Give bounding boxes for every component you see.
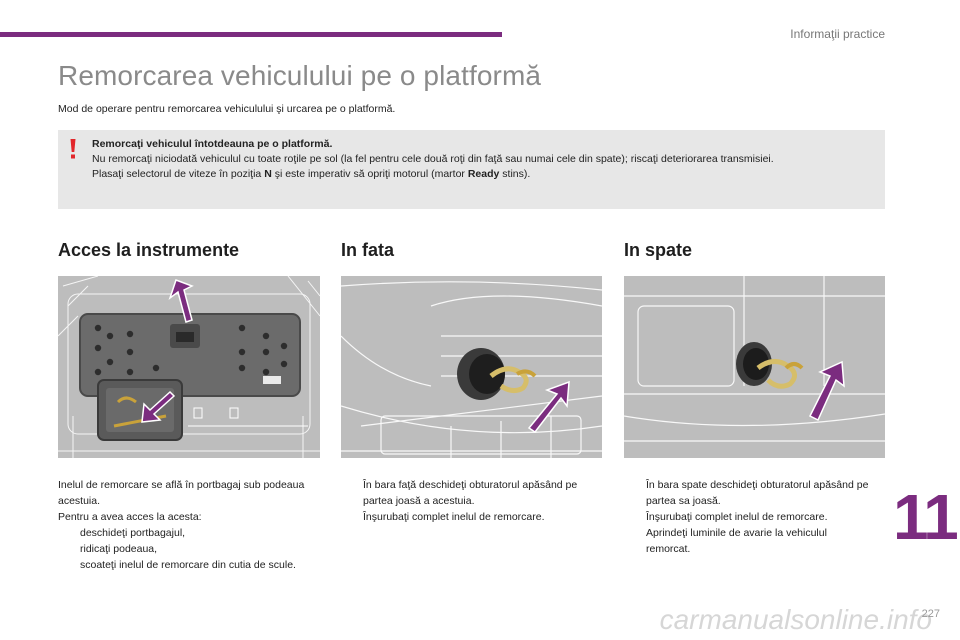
column-title-tools: Acces la instrumente: [58, 240, 240, 260]
warning-instruction: Plasaţi selectorul de viteze în poziţia …: [92, 167, 872, 182]
tools-steps-list: deschideţi portbagajul, ridicaţi podeaua…: [58, 525, 308, 573]
list-item: ridicaţi podeaua,: [58, 541, 308, 557]
list-item: Aprindeţi luminile de avarie la vehiculu…: [624, 525, 874, 557]
rear-steps-list: În bara spate deschideţi obturatorul apă…: [624, 477, 874, 557]
top-accent-bar: [0, 32, 502, 37]
ready-indicator-name: Ready: [467, 168, 500, 180]
list-item: În bara faţă deschideţi obturatorul apăs…: [341, 477, 591, 509]
column-text-rear: În bara spate deschideţi obturatorul apă…: [624, 477, 874, 557]
section-header: Informaţii practice: [790, 27, 885, 41]
list-item-text: Înşurubaţi complet inelul de remorcare.: [363, 511, 545, 523]
page-number: 227: [921, 608, 940, 620]
chapter-number: 11: [893, 481, 959, 553]
illustration-front-bumper: [341, 276, 602, 458]
list-item-text: În bara faţă deschideţi obturatorul apăs…: [363, 479, 578, 507]
intro-text: Mod de operare pentru remorcarea vehicul…: [58, 103, 396, 115]
page-title: Remorcarea vehiculului pe o platformă: [58, 60, 542, 91]
list-item-text: deschideţi portbagajul,: [80, 527, 186, 539]
warning-instruction-part: stins).: [499, 168, 531, 180]
list-item-text: În bara spate deschideţi obturatorul apă…: [646, 479, 869, 507]
exclamation-icon: [70, 139, 76, 159]
column-title-front: In fata: [341, 240, 395, 260]
watermark: carmanualsonline.info: [659, 604, 932, 635]
front-steps-list: În bara faţă deschideţi obturatorul apăs…: [341, 477, 591, 525]
column-title-rear: In spate: [624, 240, 693, 260]
illustration-trunk-tools: [58, 276, 320, 458]
gear-position-n: N: [264, 168, 272, 180]
list-item: Înşurubaţi complet inelul de remorcare.: [341, 509, 591, 525]
list-item-text: Înşurubaţi complet inelul de remorcare.: [646, 511, 828, 523]
warning-instruction-part: şi este imperativ să opriţi motorul (mar…: [271, 168, 468, 180]
list-item: scoateţi inelul de remorcare din cutia d…: [58, 557, 308, 573]
list-item: Înşurubaţi complet inelul de remorcare.: [624, 509, 874, 525]
list-item: În bara spate deschideţi obturatorul apă…: [624, 477, 874, 509]
illustration-rear-bumper: [624, 276, 885, 458]
column-text-front: În bara faţă deschideţi obturatorul apăs…: [341, 477, 591, 525]
warning-instruction-part: Plasaţi selectorul de viteze în poziţia: [92, 168, 265, 180]
warning-body: Nu remorcaţi niciodată vehiculul cu toat…: [92, 153, 774, 165]
warning-headline: Remorcaţi vehiculul întotdeauna pe o pla…: [92, 138, 333, 150]
list-item-text: scoateţi inelul de remorcare din cutia d…: [80, 559, 296, 571]
warning-box: Remorcaţi vehiculul întotdeauna pe o pla…: [58, 130, 885, 209]
list-item-text: ridicaţi podeaua,: [80, 543, 158, 555]
tools-text-line: Pentru a avea acces la acesta:: [58, 511, 202, 523]
list-item-text: Aprindeţi luminile de avarie la vehiculu…: [646, 527, 827, 555]
warning-text: Remorcaţi vehiculul întotdeauna pe o pla…: [92, 137, 872, 182]
list-item: deschideţi portbagajul,: [58, 525, 308, 541]
tools-text-line: Inelul de remorcare se află în portbagaj…: [58, 479, 305, 507]
column-text-tools: Inelul de remorcare se află în portbagaj…: [58, 477, 308, 573]
